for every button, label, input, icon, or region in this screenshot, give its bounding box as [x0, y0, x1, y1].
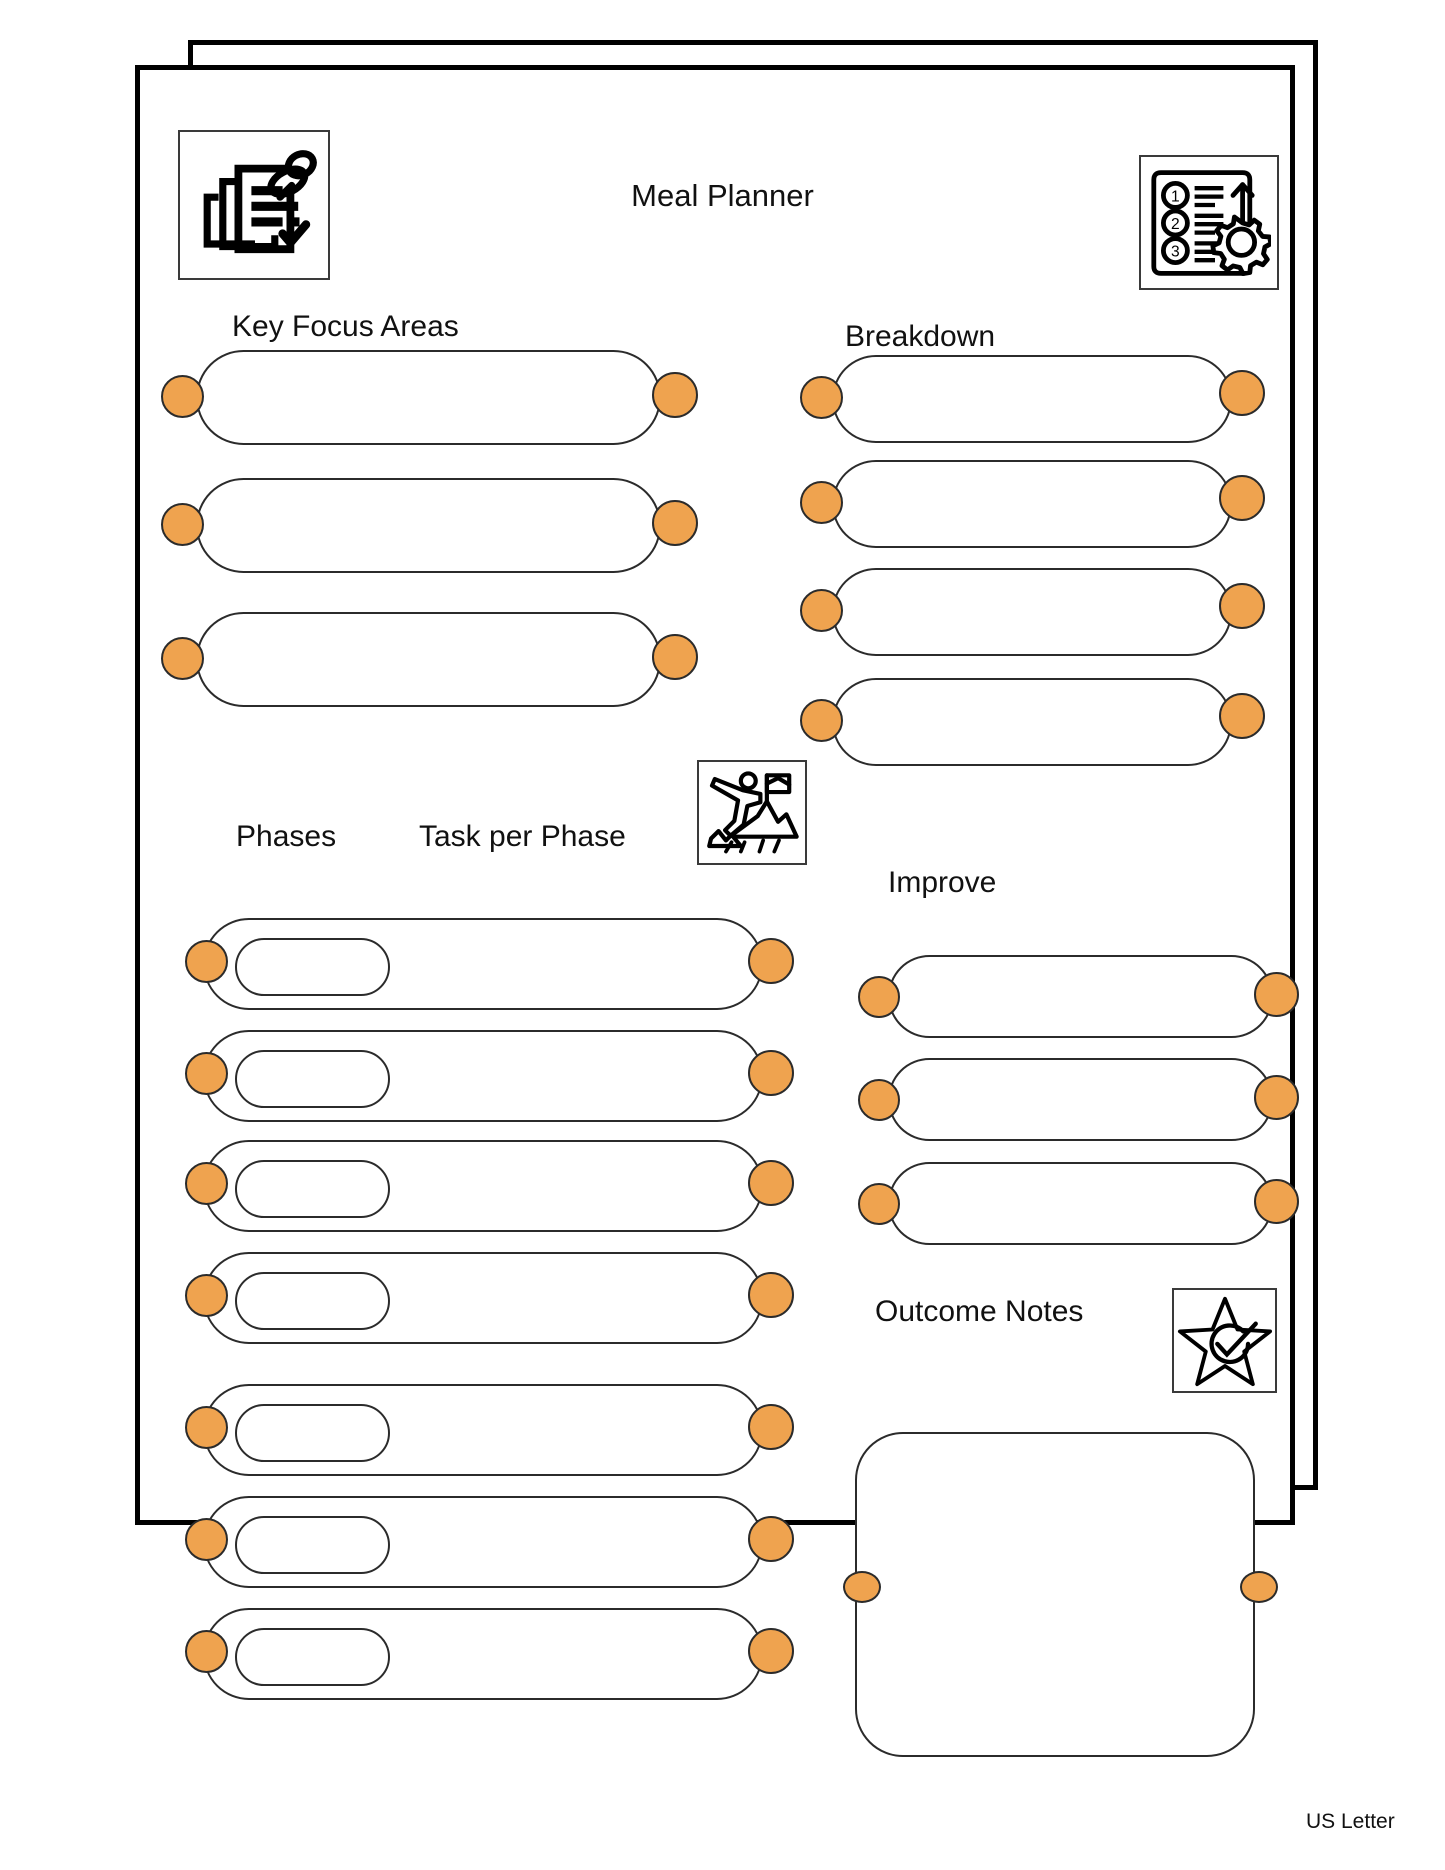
breakdown-row[interactable] [832, 355, 1232, 443]
phase-label-field[interactable] [235, 1160, 390, 1218]
row-dot-right [748, 1628, 794, 1674]
outcome-notes-field[interactable] [855, 1432, 1255, 1757]
row-dot-right [748, 1516, 794, 1562]
row-dot-left [858, 976, 900, 1018]
notes-dot-left [843, 1571, 881, 1603]
row-dot-right [652, 500, 698, 546]
notes-dot-right [1240, 1571, 1278, 1603]
key-focus-row[interactable] [196, 612, 661, 707]
row-dot-left [858, 1079, 900, 1121]
section-title-key-focus-areas: Key Focus Areas [232, 310, 459, 343]
phase-label-field[interactable] [235, 1628, 390, 1686]
svg-text:1: 1 [1171, 188, 1180, 205]
row-dot-right [652, 634, 698, 680]
key-focus-row[interactable] [196, 478, 661, 573]
section-title-breakdown: Breakdown [845, 320, 996, 353]
phase-label-field[interactable] [235, 938, 390, 996]
phase-label-field[interactable] [235, 1516, 390, 1574]
section-title-improve: Improve [888, 866, 997, 899]
numbered-steps-gear-arrow-icon: 1 2 3 [1139, 155, 1279, 290]
phase-row[interactable] [203, 1252, 763, 1344]
phase-row[interactable] [203, 918, 763, 1010]
phase-row[interactable] [203, 1140, 763, 1232]
row-dot-left [185, 1162, 228, 1205]
phase-label-field[interactable] [235, 1272, 390, 1330]
mountain-summit-flag-icon [697, 760, 807, 865]
phase-label-field[interactable] [235, 1404, 390, 1462]
row-dot-left [800, 699, 843, 742]
row-dot-left [800, 481, 843, 524]
row-dot-right [748, 1272, 794, 1318]
star-checkmark-icon [1172, 1288, 1277, 1393]
row-dot-left [161, 637, 204, 680]
phase-row[interactable] [203, 1608, 763, 1700]
row-dot-right [652, 372, 698, 418]
phase-row[interactable] [203, 1030, 763, 1122]
row-dot-left [185, 940, 228, 983]
row-dot-left [185, 1518, 228, 1561]
row-dot-left [800, 589, 843, 632]
row-dot-left [185, 1274, 228, 1317]
row-dot-right [1254, 1179, 1299, 1224]
improve-row[interactable] [888, 1058, 1273, 1141]
breakdown-row[interactable] [832, 460, 1232, 548]
row-dot-left [858, 1183, 900, 1225]
row-dot-right [1219, 693, 1265, 739]
page-size-note: US Letter [1306, 1810, 1395, 1833]
breakdown-row[interactable] [832, 568, 1232, 656]
svg-text:2: 2 [1171, 216, 1180, 233]
improve-row[interactable] [888, 955, 1273, 1038]
row-dot-left [161, 503, 204, 546]
key-focus-row[interactable] [196, 350, 661, 445]
row-dot-right [1254, 1075, 1299, 1120]
row-dot-right [1219, 583, 1265, 629]
row-dot-left [185, 1052, 228, 1095]
row-dot-right [748, 1160, 794, 1206]
row-dot-right [1219, 475, 1265, 521]
row-dot-right [748, 1404, 794, 1450]
checklist-documents-pin-icon [178, 130, 330, 280]
section-title-task-per-phase: Task per Phase [419, 820, 626, 853]
row-dot-left [800, 376, 843, 419]
section-title-phases: Phases [236, 820, 337, 853]
phase-row[interactable] [203, 1496, 763, 1588]
phase-label-field[interactable] [235, 1050, 390, 1108]
row-dot-left [161, 375, 204, 418]
row-dot-left [185, 1406, 228, 1449]
row-dot-left [185, 1630, 228, 1673]
row-dot-right [748, 1050, 794, 1096]
row-dot-right [1254, 972, 1299, 1017]
svg-text:3: 3 [1171, 243, 1180, 260]
breakdown-row[interactable] [832, 678, 1232, 766]
section-title-outcome-notes: Outcome Notes [875, 1295, 1084, 1328]
page-title: Meal Planner [631, 178, 814, 213]
phase-row[interactable] [203, 1384, 763, 1476]
row-dot-right [1219, 370, 1265, 416]
improve-row[interactable] [888, 1162, 1273, 1245]
row-dot-right [748, 938, 794, 984]
